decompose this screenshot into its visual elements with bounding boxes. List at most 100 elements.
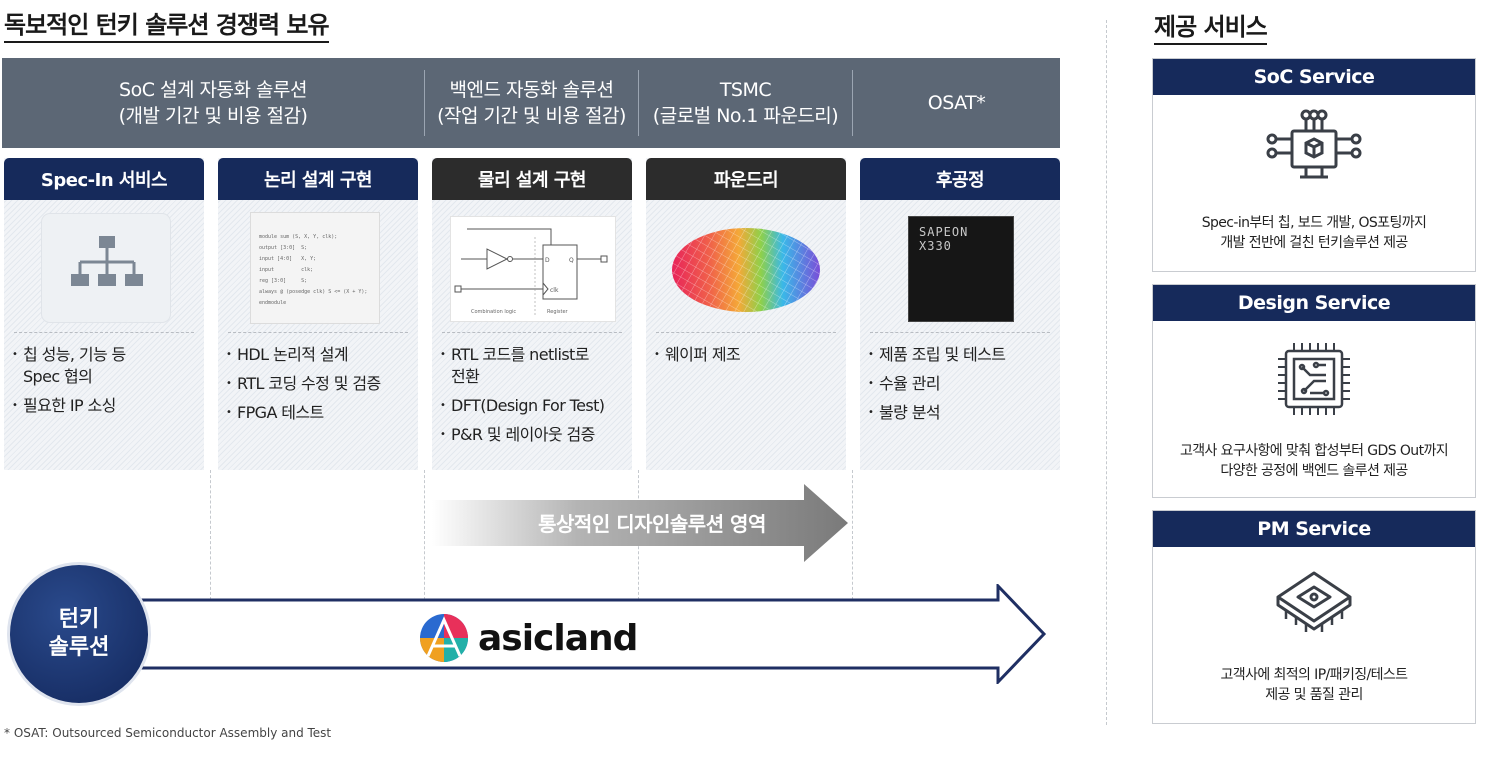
code-line: output [3:0] S; [259, 245, 308, 251]
category-backend-line2: (작업 기간 및 비용 절감) [437, 105, 626, 127]
code-line: always @ (posedge clk) S <= (X + Y); [259, 289, 368, 295]
category-soc: SoC 설계 자동화 솔루션 (개발 기간 및 비용 절감) [2, 58, 424, 148]
column-divider [210, 470, 211, 600]
list-item: 불량 분석 [868, 402, 1058, 424]
hierarchy-icon [42, 214, 170, 322]
divider [14, 332, 194, 333]
column-foundry: 파운드리 웨이퍼 제조 [646, 158, 846, 470]
category-tsmc: TSMC (글로벌 No.1 파운드리) [639, 58, 852, 148]
category-bar: SoC 설계 자동화 솔루션 (개발 기간 및 비용 절감) 백엔드 자동화 솔… [2, 58, 1060, 148]
foundry-bullets: 웨이퍼 제조 [654, 344, 844, 373]
divider [656, 332, 836, 333]
spec-in-bullets: 칩 성능, 기능 등 Spec 협의 필요한 IP 소싱 [12, 344, 202, 424]
category-soc-line2: (개발 기간 및 비용 절감) [118, 105, 308, 127]
column-physical-design-header: 물리 설계 구현 [432, 158, 632, 200]
service-soc-line2: 개발 전반에 걸친 턴키솔루션 제공 [1220, 235, 1408, 251]
code-line: input [4:0] X, Y; [259, 256, 317, 262]
column-logic-design: 논리 설계 구현 module sum (S, X, Y, clk); outp… [218, 158, 418, 470]
list-item: 필요한 IP 소싱 [12, 395, 202, 417]
category-tsmc-line2: (글로벌 No.1 파운드리) [652, 105, 839, 127]
circuit-label-reg: Register [547, 309, 569, 315]
list-item: 수율 관리 [868, 373, 1058, 395]
chip-circuit-icon [1274, 339, 1354, 419]
code-line: module sum (S, X, Y, clk); [259, 234, 338, 240]
asicland-logo-icon [420, 614, 468, 662]
list-item: FPGA 테스트 [226, 402, 416, 424]
footnote: * OSAT: Outsourced Semiconductor Assembl… [4, 726, 332, 740]
sapeon-chip-image: SAPEON X330 [908, 216, 1014, 322]
category-osat-line1: OSAT* [927, 92, 986, 114]
column-physical-design: 물리 설계 구현 D Q clk Combination logic Regis… [432, 158, 632, 470]
list-item: HDL 논리적 설계 [226, 344, 416, 366]
circuit-diagram-image: D Q clk Combination logic Register [450, 216, 616, 322]
turnkey-label-line1: 턴키 [58, 607, 100, 632]
circuit-label-d: D [545, 257, 550, 264]
verilog-code-image: module sum (S, X, Y, clk); output [3:0] … [250, 212, 380, 324]
service-pm-line1: 고객사에 최적의 IP/패키징/테스트 [1220, 667, 1409, 683]
turnkey-arrow [110, 582, 1050, 686]
divider [228, 332, 408, 333]
column-logic-design-header: 논리 설계 구현 [218, 158, 418, 200]
service-soc-desc: Spec-in부터 칩, 보드 개발, OS포팅까지 개발 전반에 걸친 턴키솔… [1153, 213, 1475, 253]
asicland-logo: asicland [418, 610, 648, 666]
service-pm-line2: 제공 및 품질 관리 [1265, 687, 1363, 703]
category-separator [852, 70, 853, 136]
column-post-process: 후공정 SAPEON X330 제품 조립 및 테스트 수율 관리 불량 분석 [860, 158, 1060, 470]
list-item: DFT(Design For Test) [440, 395, 630, 417]
list-item: 제품 조립 및 테스트 [868, 344, 1058, 366]
service-design-line1: 고객사 요구사항에 맞춰 합성부터 GDS Out까지 [1179, 443, 1449, 459]
divider [442, 332, 622, 333]
service-card-pm: PM Service 고객사에 최적의 IP/패키징/테스트 제공 및 품질 관… [1152, 510, 1476, 724]
turnkey-circle: 턴키 솔루션 [10, 565, 148, 703]
category-tsmc-line1: TSMC [719, 79, 772, 101]
list-item: Spec 협의 [23, 367, 93, 386]
column-foundry-header: 파운드리 [646, 158, 846, 200]
design-solution-label: 통상적인 디자인솔루션 영역 [538, 512, 766, 536]
service-design-title: Design Service [1153, 285, 1475, 321]
right-title: 제공 서비스 [1154, 12, 1268, 45]
list-item: 전환 [451, 367, 480, 386]
list-item: P&R 및 레이아웃 검증 [440, 424, 630, 446]
chip-text-line2: X330 [919, 239, 952, 253]
category-separator [424, 70, 425, 136]
list-item: RTL 코딩 수정 및 검증 [226, 373, 416, 395]
processor-chip-icon [1272, 567, 1356, 641]
code-line: endmodule [259, 300, 287, 306]
circuit-label-comb: Combination logic [471, 309, 516, 315]
column-post-process-header: 후공정 [860, 158, 1060, 200]
soc-circuit-monitor-icon [1262, 109, 1366, 195]
column-spec-in-header: Spec-In 서비스 [4, 158, 204, 200]
category-backend: 백엔드 자동화 솔루션 (작업 기간 및 비용 절감) [425, 58, 638, 148]
service-soc-title: SoC Service [1153, 59, 1475, 95]
panel-divider [1106, 20, 1107, 725]
category-separator [638, 70, 639, 136]
post-process-bullets: 제품 조립 및 테스트 수율 관리 불량 분석 [868, 344, 1058, 431]
column-divider [852, 470, 853, 600]
list-item: RTL 코드를 netlist로 [440, 344, 630, 366]
code-line: input clk; [259, 267, 314, 273]
chip-text-line1: SAPEON [919, 225, 969, 239]
left-title: 독보적인 턴키 솔루션 경쟁력 보유 [4, 10, 330, 43]
column-spec-in: Spec-In 서비스 칩 성능, 기능 등 Spec 협의 필요한 IP 소싱 [4, 158, 204, 470]
circuit-label-q: Q [569, 257, 574, 264]
service-design-desc: 고객사 요구사항에 맞춰 합성부터 GDS Out까지 다양한 공정에 백엔드 … [1153, 441, 1475, 481]
circuit-label-clk: clk [550, 287, 559, 294]
service-pm-desc: 고객사에 최적의 IP/패키징/테스트 제공 및 품질 관리 [1153, 665, 1475, 705]
column-divider [424, 470, 425, 600]
list-item: 웨이퍼 제조 [654, 344, 844, 366]
asicland-wordmark: asicland [478, 617, 638, 659]
code-line: reg [3:0] S; [259, 278, 308, 284]
wafer-image [666, 222, 826, 322]
design-solution-arrow: 통상적인 디자인솔루션 영역 [432, 484, 848, 562]
service-pm-title: PM Service [1153, 511, 1475, 547]
service-design-line2: 다양한 공정에 백엔드 솔루션 제공 [1220, 463, 1408, 479]
list-item: 칩 성능, 기능 등 [12, 344, 202, 366]
service-soc-line1: Spec-in부터 칩, 보드 개발, OS포팅까지 [1201, 215, 1427, 231]
category-osat: OSAT* [853, 58, 1060, 148]
category-backend-line1: 백엔드 자동화 솔루션 [449, 79, 614, 101]
service-card-soc: SoC Service Spec-in부터 칩, 보드 개발, OS포팅까지 개… [1152, 58, 1476, 272]
logic-design-bullets: HDL 논리적 설계 RTL 코딩 수정 및 검증 FPGA 테스트 [226, 344, 416, 431]
physical-design-bullets: RTL 코드를 netlist로 전환 DFT(Design For Test)… [440, 344, 630, 453]
category-soc-line1: SoC 설계 자동화 솔루션 [119, 79, 307, 101]
turnkey-label-line2: 솔루션 [48, 635, 110, 660]
